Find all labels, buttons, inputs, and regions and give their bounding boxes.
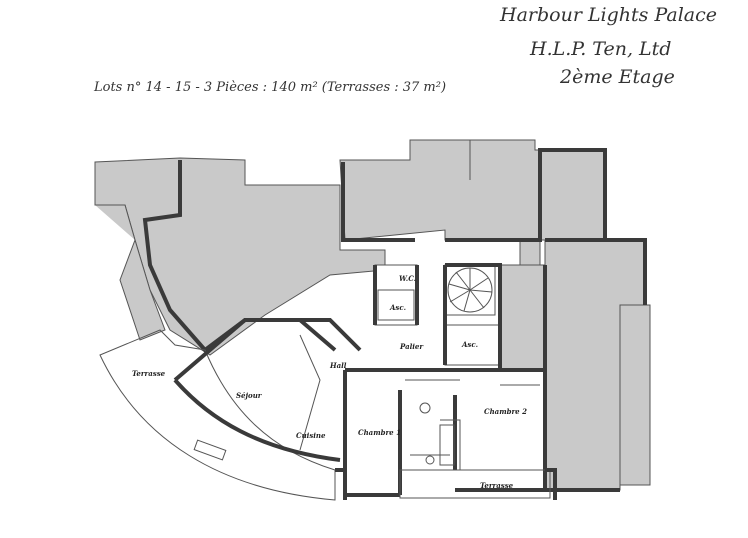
room-label-palier: Palier <box>399 342 424 351</box>
room-label-hall: Hall <box>329 361 347 370</box>
room-label-chambre-1: Chambre 1 <box>358 428 401 437</box>
company-name: H.L.P. Ten, Ltd <box>530 38 672 60</box>
room-label-terrasse-bottom: Terrasse <box>480 481 514 490</box>
terrace-left <box>99 329 336 501</box>
lot-summary: Lots n° 14 - 15 - 3 Pièces : 140 m² (Ter… <box>94 80 447 95</box>
floor-label: 2ème Etage <box>560 66 675 88</box>
terrace-bottom <box>399 469 551 499</box>
room-label-chambre-2: Chambre 2 <box>484 407 527 416</box>
room-label-wc: W.C. <box>399 274 416 283</box>
room-label-lift-2: Asc. <box>461 340 478 349</box>
building-name: Harbour Lights Palace <box>500 4 718 26</box>
room-label-cuisine: Cuisine <box>296 431 326 440</box>
room-label-lift-1: Asc. <box>389 303 406 312</box>
left-balcony <box>95 204 166 341</box>
stair-treads <box>448 268 493 312</box>
lift-shaft-2 <box>444 324 501 366</box>
room-label-sejour: Séjour <box>236 391 263 400</box>
right-balcony <box>619 304 651 486</box>
room-label-terrasse: Terrasse <box>132 369 166 378</box>
